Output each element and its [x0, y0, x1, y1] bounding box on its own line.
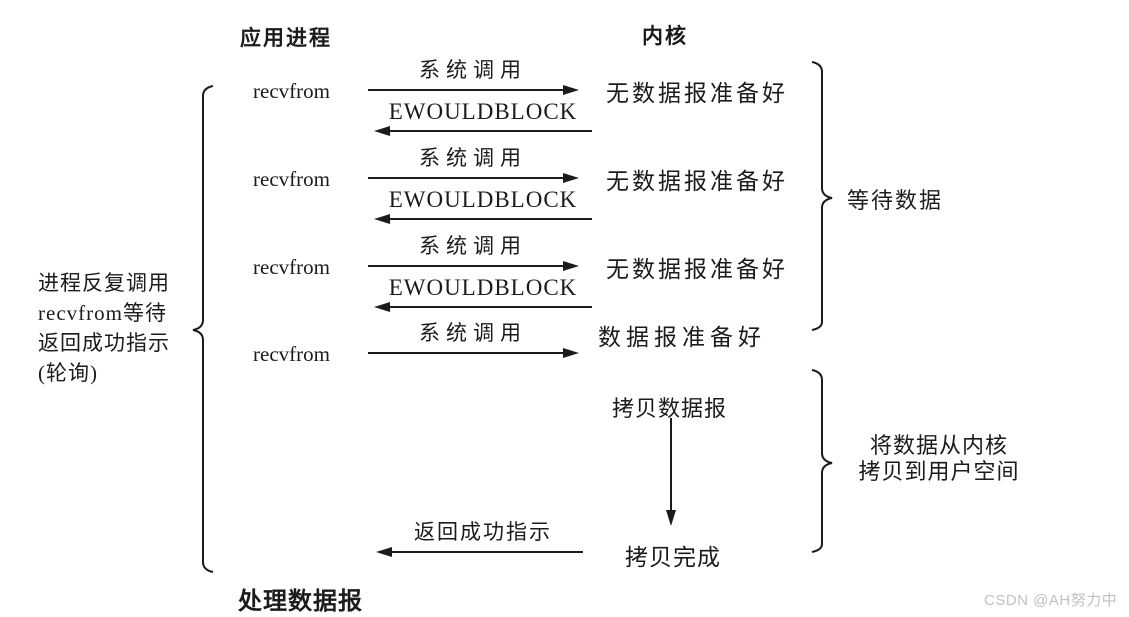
recvfrom-call-3: recvfrom [253, 255, 330, 279]
ewouldblock-label-3: EWOULDBLOCK [388, 275, 578, 300]
copy-kernel-user-label: 将数据从内核 拷贝到用户空间 [848, 433, 1030, 485]
ewouldblock-arrow-2 [374, 214, 592, 224]
return-success-label: 返回成功指示 [414, 520, 552, 544]
copy-kernel-user-line-1: 将数据从内核 [869, 433, 1008, 458]
recvfrom-call-1: recvfrom [253, 79, 330, 103]
syscall-arrow-1 [368, 85, 579, 95]
syscall-label-1: 系统调用 [419, 58, 527, 82]
kernel-header: 内核 [642, 24, 688, 48]
application-process-header: 应用进程 [240, 26, 332, 50]
polling-note-line-3: 返回成功指示 [38, 331, 170, 355]
ewouldblock-label-1: EWOULDBLOCK [388, 99, 578, 124]
left-process-brace [192, 85, 214, 573]
syscall-arrow-2 [368, 173, 579, 183]
ewouldblock-arrow-3 [374, 302, 592, 312]
process-datagram-label: 处理数据报 [238, 589, 363, 615]
copy-complete-label: 拷贝完成 [625, 545, 721, 570]
kernel-state-3: 无数据报准备好 [606, 257, 788, 282]
syscall-arrow-3 [368, 261, 579, 271]
copy-data-brace [811, 369, 833, 553]
kernel-state-1: 无数据报准备好 [606, 81, 788, 106]
syscall-label-3: 系统调用 [419, 234, 527, 258]
syscall-arrow-4 [368, 348, 579, 358]
return-success-arrow [376, 547, 583, 557]
kernel-state-2: 无数据报准备好 [606, 169, 788, 194]
csdn-watermark: CSDN @AH努力中 [984, 592, 1118, 609]
copy-kernel-user-line-2: 拷贝到用户空间 [858, 459, 1020, 484]
kernel-state-4: 数据报准备好 [598, 325, 766, 350]
polling-note-line-1: 进程反复调用 [38, 271, 170, 295]
syscall-label-4: 系统调用 [419, 321, 527, 345]
polling-note: 进程反复调用 recvfrom等待 返回成功指示 (轮询) [38, 268, 170, 388]
copy-datagram-arrow [666, 418, 676, 526]
ewouldblock-arrow-1 [374, 126, 592, 136]
recvfrom-call-4: recvfrom [253, 342, 330, 366]
syscall-label-2: 系统调用 [419, 146, 527, 170]
ewouldblock-label-2: EWOULDBLOCK [388, 187, 578, 212]
wait-data-label: 等待数据 [847, 188, 944, 213]
recvfrom-call-2: recvfrom [253, 167, 330, 191]
polling-note-line-2: recvfrom等待 [38, 301, 167, 325]
polling-note-line-4: (轮询) [38, 361, 98, 385]
wait-data-brace [811, 61, 833, 331]
copy-datagram-label: 拷贝数据报 [612, 396, 728, 421]
